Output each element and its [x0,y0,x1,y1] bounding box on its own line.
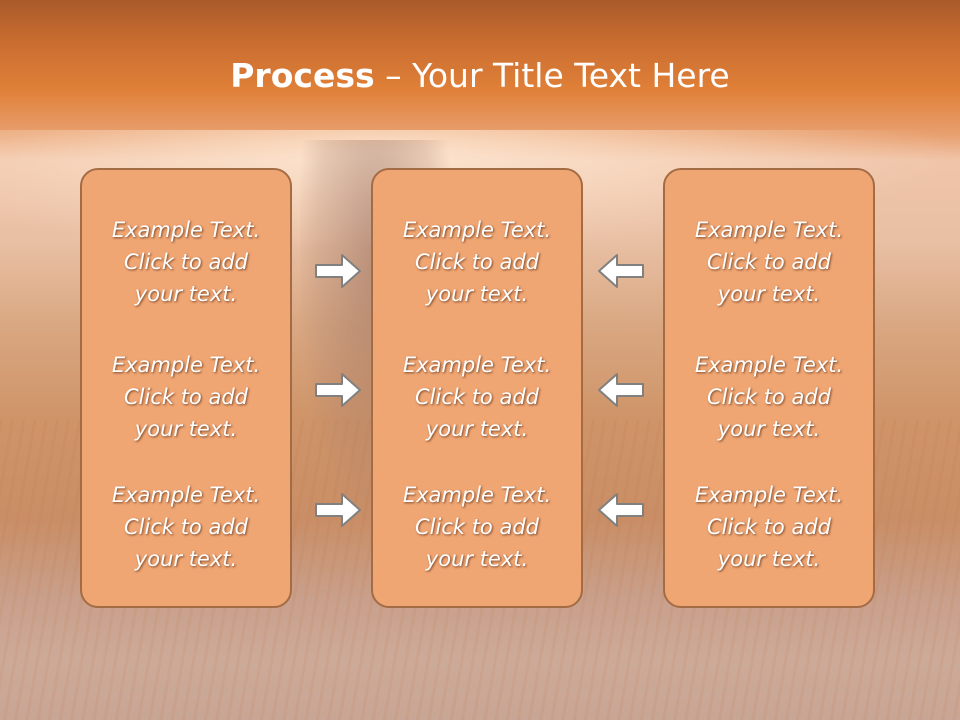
text-line: Click to add [414,515,539,539]
text-line: Example Text. [694,483,844,507]
text-line: your text. [425,547,529,571]
right-arrow-icon [315,373,361,407]
text-line: Example Text. [694,218,844,242]
text-line: your text. [717,282,821,306]
text-line: Example Text. [111,218,261,242]
text-line: Example Text. [111,353,261,377]
text-line: your text. [425,282,529,306]
text-line: Example Text. [402,218,552,242]
text-line: Click to add [414,385,539,409]
text-line: Click to add [706,515,831,539]
text-line: Example Text. [402,483,552,507]
process-box-left[interactable]: Example Text. Click to add your text. Ex… [80,168,292,608]
text-line: Example Text. [111,483,261,507]
text-block[interactable]: Example Text. Click to add your text. [373,349,581,445]
text-line: Click to add [123,250,248,274]
text-block[interactable]: Example Text. Click to add your text. [665,214,873,310]
text-line: Example Text. [694,353,844,377]
text-line: Click to add [706,250,831,274]
text-block[interactable]: Example Text. Click to add your text. [82,479,290,575]
text-line: your text. [717,417,821,441]
text-block[interactable]: Example Text. Click to add your text. [82,214,290,310]
text-line: your text. [717,547,821,571]
text-line: Click to add [123,385,248,409]
text-line: Click to add [123,515,248,539]
text-line: Click to add [706,385,831,409]
text-block[interactable]: Example Text. Click to add your text. [373,214,581,310]
text-line: Example Text. [402,353,552,377]
process-box-right[interactable]: Example Text. Click to add your text. Ex… [663,168,875,608]
title-rest: – Your Title Text Here [374,56,730,95]
left-arrow-icon [598,254,644,288]
text-line: your text. [134,282,238,306]
title-bold: Process [230,56,375,95]
text-line: your text. [134,417,238,441]
process-box-center[interactable]: Example Text. Click to add your text. Ex… [371,168,583,608]
left-arrow-icon [598,493,644,527]
left-arrow-icon [598,373,644,407]
text-block[interactable]: Example Text. Click to add your text. [82,349,290,445]
text-block[interactable]: Example Text. Click to add your text. [665,349,873,445]
text-line: your text. [425,417,529,441]
text-line: Click to add [414,250,539,274]
slide-title[interactable]: Process – Your Title Text Here [0,56,960,96]
text-line: your text. [134,547,238,571]
right-arrow-icon [315,493,361,527]
text-block[interactable]: Example Text. Click to add your text. [665,479,873,575]
right-arrow-icon [315,254,361,288]
text-block[interactable]: Example Text. Click to add your text. [373,479,581,575]
